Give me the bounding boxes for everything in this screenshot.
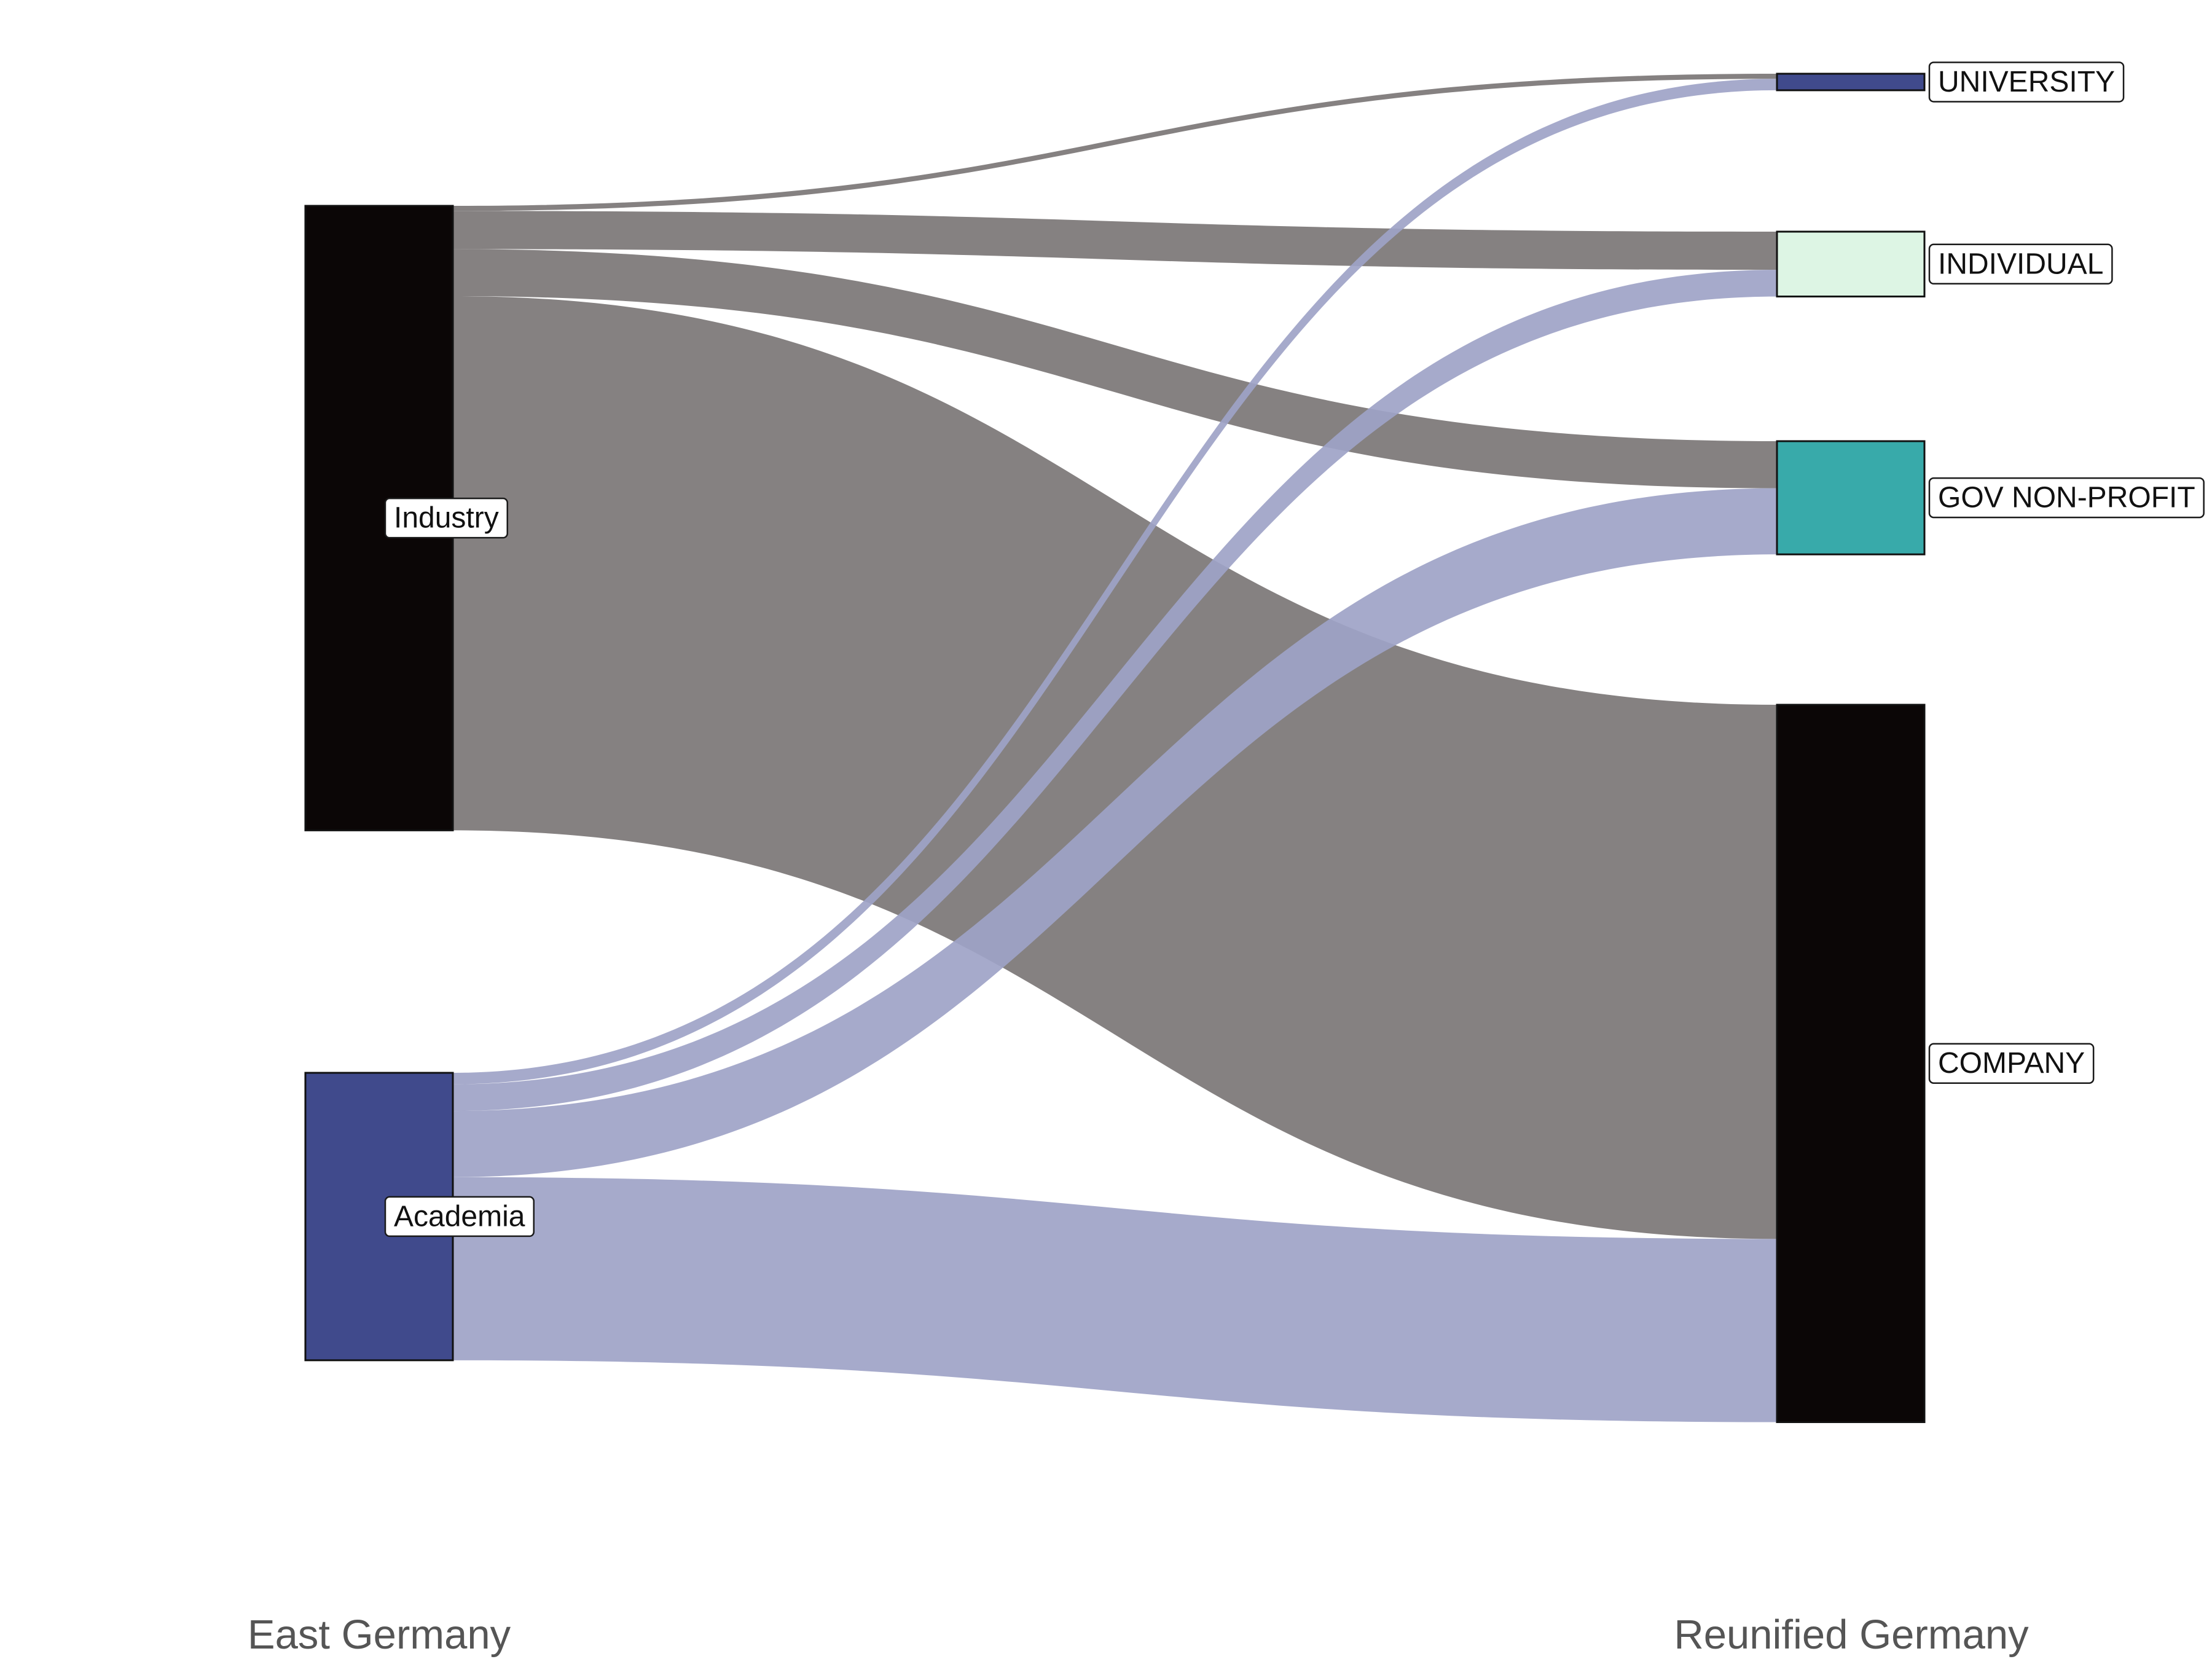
node-university bbox=[1776, 73, 1926, 92]
node-company bbox=[1776, 704, 1926, 1423]
flow-academia-to-individual bbox=[453, 270, 1777, 1112]
node-label-text-university: UNIVERSITY bbox=[1938, 66, 2115, 98]
node-label-text-academia: Academia bbox=[394, 1200, 525, 1233]
node-gov bbox=[1776, 440, 1926, 555]
node-label-company: COMPANY bbox=[1928, 1043, 2095, 1084]
sankey-flows bbox=[453, 74, 1777, 1422]
flow-academia-to-company bbox=[453, 1177, 1777, 1422]
node-label-industry: Industry bbox=[384, 497, 508, 539]
node-label-box-academia bbox=[384, 1196, 535, 1237]
node-label-university: UNIVERSITY bbox=[1928, 61, 2125, 103]
flow-academia-to-gov bbox=[453, 488, 1777, 1177]
node-label-box-company bbox=[1928, 1043, 2095, 1084]
right-column-label: Reunified Germany bbox=[1674, 1612, 2029, 1658]
node-label-box-gov bbox=[1928, 477, 2205, 519]
node-label-individual: INDIVIDUAL bbox=[1928, 243, 2113, 285]
flow-industry-to-individual bbox=[453, 211, 1777, 270]
node-label-gov: GOV NON-PROFIT bbox=[1928, 477, 2205, 519]
node-label-text-industry: Industry bbox=[394, 502, 499, 535]
flow-industry-to-gov bbox=[453, 249, 1777, 488]
node-label-box-industry bbox=[384, 497, 508, 539]
node-label-box-individual bbox=[1928, 243, 2113, 285]
node-label-box-university bbox=[1928, 61, 2125, 103]
left-column-label: East Germany bbox=[248, 1612, 511, 1658]
node-label-text-gov: GOV NON-PROFIT bbox=[1938, 482, 2195, 514]
node-label-academia: Academia bbox=[384, 1196, 535, 1237]
node-label-text-individual: INDIVIDUAL bbox=[1938, 248, 2103, 280]
node-label-text-company: COMPANY bbox=[1938, 1047, 2085, 1080]
flow-academia-to-university bbox=[453, 79, 1777, 1084]
node-individual bbox=[1776, 230, 1926, 298]
flow-industry-to-company bbox=[453, 296, 1777, 1239]
flow-industry-to-university bbox=[453, 74, 1777, 211]
